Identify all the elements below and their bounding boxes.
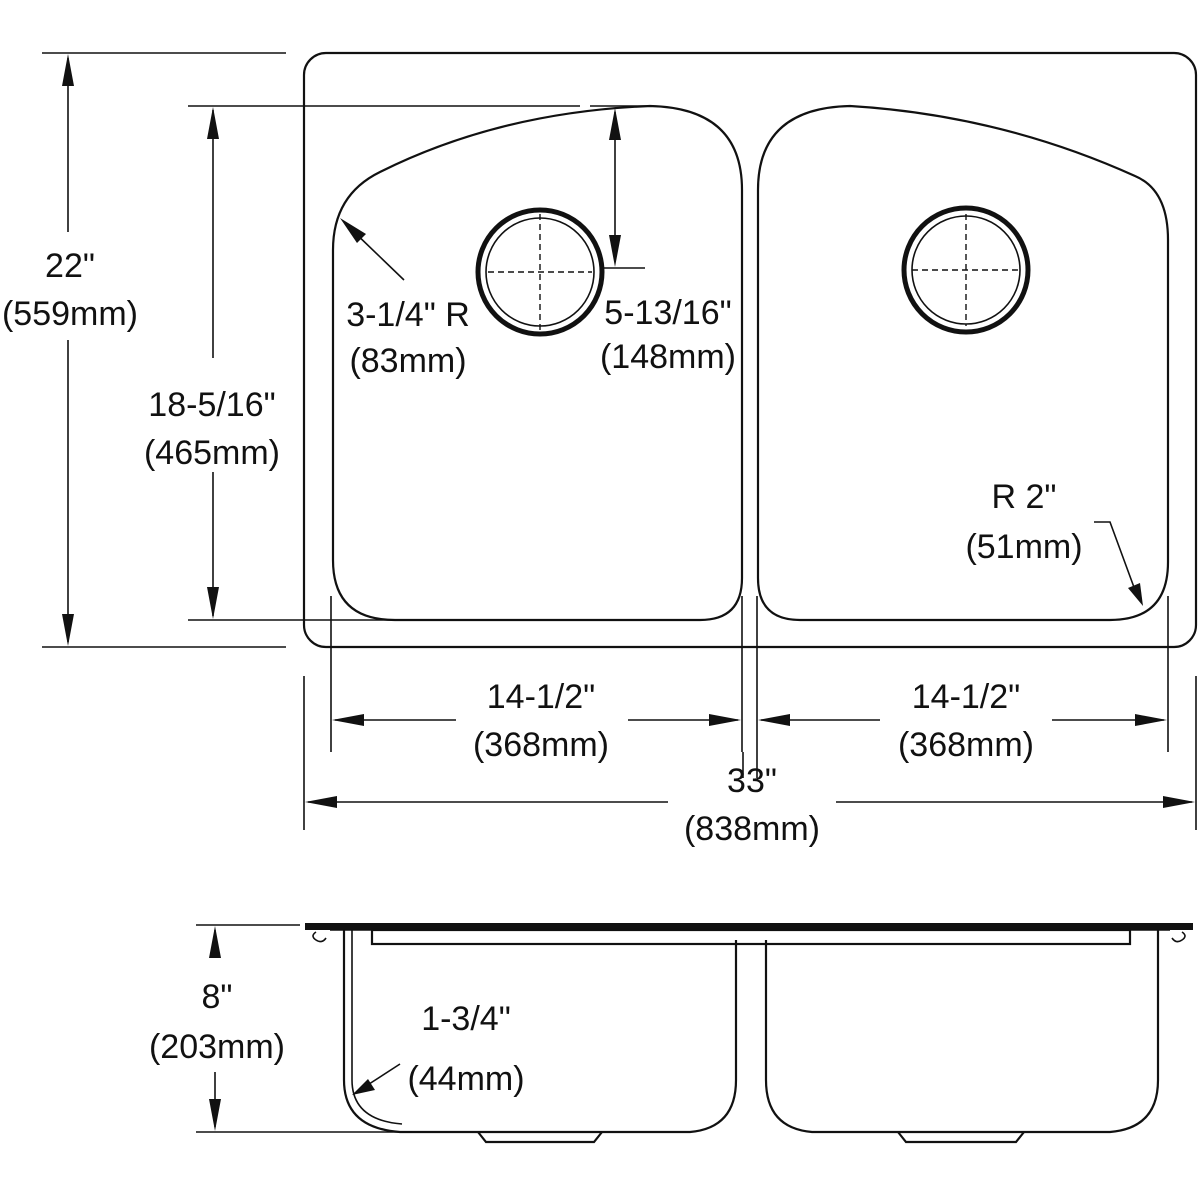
overall-depth-imperial: 22" xyxy=(45,247,95,285)
drain-offset-imperial: 5-13/16" xyxy=(604,294,731,332)
mounting-clip-right xyxy=(1171,931,1186,943)
right-bowl-width-imperial: 14-1/2" xyxy=(912,678,1020,716)
left-drain-boss xyxy=(477,1131,603,1144)
left-bowl-section xyxy=(342,930,738,1134)
drain-offset-metric: (148mm) xyxy=(600,338,736,376)
left-drain xyxy=(475,207,605,337)
overall-width-imperial: 33" xyxy=(727,762,777,800)
overall-depth-metric: (559mm) xyxy=(2,295,138,333)
left-bowl-width-dimension: 14-1/2" (368mm) xyxy=(330,596,743,764)
small-radius-metric: (51mm) xyxy=(965,528,1082,566)
bowl-depth-dimension: 18-5/16" (465mm) xyxy=(144,105,580,621)
overall-width-dimension: 33" (838mm) xyxy=(303,676,1197,848)
left-bowl-width-imperial: 14-1/2" xyxy=(487,678,595,716)
right-bowl-width-metric: (368mm) xyxy=(898,726,1034,764)
right-bowl-section xyxy=(764,930,1160,1134)
bowl-depth-imperial: 18-5/16" xyxy=(148,386,275,424)
bottom-radius-callout: 1-3/4" (44mm) xyxy=(352,1000,525,1098)
right-drain-boss xyxy=(897,1131,1025,1144)
large-radius-imperial: 3-1/4" R xyxy=(346,296,470,334)
rim-flange xyxy=(305,923,1193,930)
bowl-height-dimension: 8" (203mm) xyxy=(149,924,412,1133)
left-bowl-width-metric: (368mm) xyxy=(473,726,609,764)
large-radius-metric: (83mm) xyxy=(349,342,466,380)
plan-view: 22" (559mm) 18-5/16" (465mm) 5-13/16" (1… xyxy=(2,51,1198,848)
right-drain xyxy=(901,205,1031,335)
left-bowl-outline xyxy=(331,104,744,622)
overall-depth-dimension: 22" (559mm) xyxy=(2,52,286,648)
overall-width-metric: (838mm) xyxy=(684,810,820,848)
underside-rail xyxy=(370,928,1132,946)
small-radius-callout: R 2" (51mm) xyxy=(965,478,1143,606)
side-view: 8" (203mm) 1-3/4" (44mm) xyxy=(149,923,1193,1144)
bottom-radius-imperial: 1-3/4" xyxy=(421,1000,511,1038)
large-radius-callout: 3-1/4" R (83mm) xyxy=(340,218,470,380)
bowl-height-metric: (203mm) xyxy=(149,1028,285,1066)
mounting-clip-left xyxy=(312,931,327,943)
drain-offset-dimension: 5-13/16" (148mm) xyxy=(590,105,736,376)
bowl-height-imperial: 8" xyxy=(202,978,233,1016)
sink-outer-rim xyxy=(302,51,1198,649)
right-bowl-width-dimension: 14-1/2" (368mm) xyxy=(756,596,1169,778)
right-bowl-outline xyxy=(756,104,1170,622)
small-radius-imperial: R 2" xyxy=(992,478,1057,516)
bottom-radius-metric: (44mm) xyxy=(407,1060,524,1098)
bowl-depth-metric: (465mm) xyxy=(144,434,280,472)
